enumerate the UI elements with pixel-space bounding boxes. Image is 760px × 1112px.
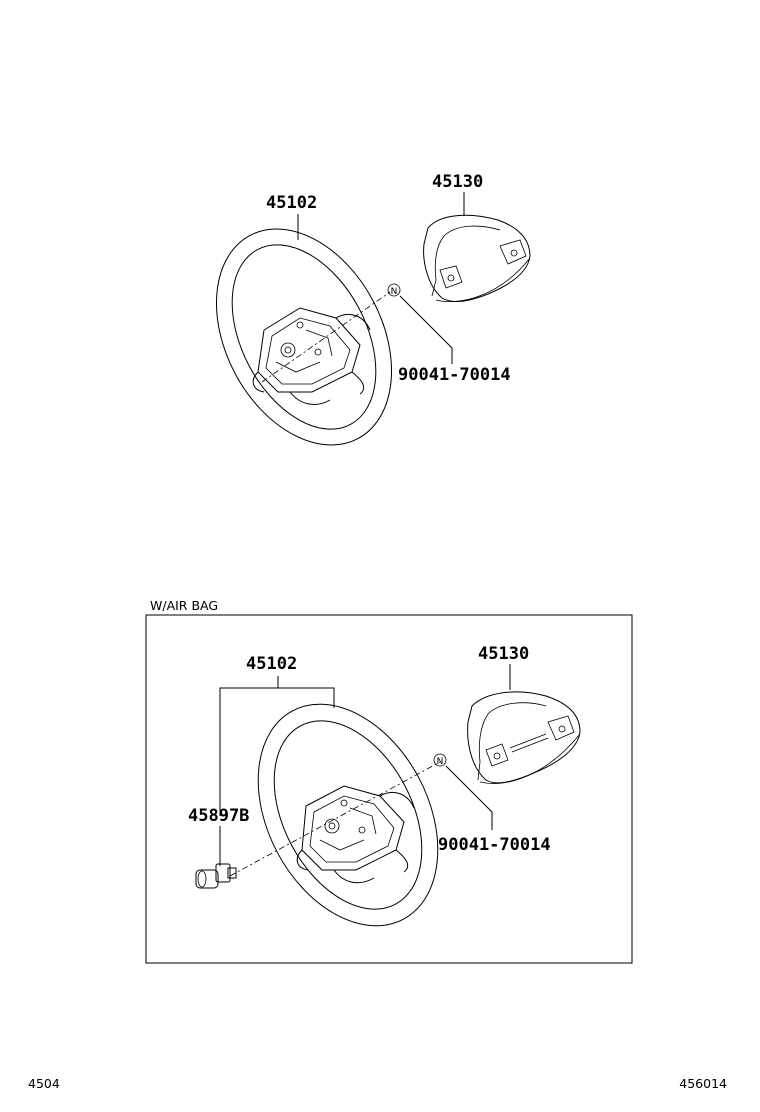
- footer-left-code: 4504: [28, 1076, 60, 1091]
- airbag-pad-part-number: 45130: [478, 644, 529, 664]
- airbag-steering-pad-illustration: [467, 691, 581, 784]
- airbag-wheel-part-number: 45102: [246, 654, 297, 674]
- mounting-axis-line: [261, 291, 391, 383]
- upper-pad-part-number: 45130: [432, 172, 483, 192]
- steering-wheel-illustration: [215, 228, 393, 446]
- nut-marker-letter: N: [391, 287, 398, 297]
- upper-assembly: N 45102 45130 90041-70014: [215, 172, 531, 446]
- airbag-assembly: W/AIR BAG: [145, 598, 633, 964]
- leader-90041: [399, 295, 453, 364]
- nut-marker-circle: [387, 283, 401, 297]
- airbag-leader-90041: [445, 765, 493, 830]
- airbag-steering-wheel-illustration: [257, 703, 439, 927]
- airbag-mounting-axis-line: [229, 761, 441, 877]
- airbag-variant-frame: [145, 614, 633, 964]
- airbag-nut-part-number: 90041-70014: [438, 835, 551, 855]
- airbag-variant-label: W/AIR BAG: [150, 598, 218, 613]
- plug-illustration: [195, 863, 237, 889]
- footer-right-code: 456014: [679, 1076, 727, 1091]
- airbag-nut-marker-letter: N: [437, 757, 444, 767]
- upper-nut-part-number: 90041-70014: [398, 365, 511, 385]
- upper-wheel-part-number: 45102: [266, 193, 317, 213]
- steering-pad-illustration: [423, 214, 531, 303]
- airbag-leader-45102: [219, 687, 335, 816]
- airbag-plug-part-number: 45897B: [188, 806, 249, 826]
- airbag-nut-marker-circle: [433, 753, 447, 767]
